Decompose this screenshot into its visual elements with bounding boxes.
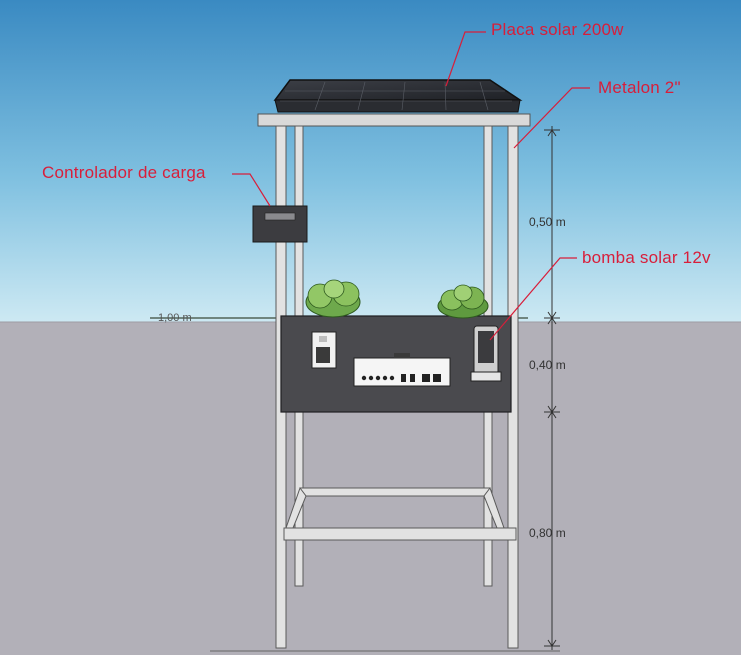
lower-frame <box>283 486 517 541</box>
timer-switch-device <box>311 331 337 369</box>
solar-pump-label: bomba solar 12v <box>582 248 711 267</box>
dimension-top-label: 0,50 m <box>529 215 566 229</box>
solar-pump <box>470 325 502 382</box>
dimension-tank-label: 0,40 m <box>529 358 566 372</box>
dimension-base-label: 0,80 m <box>529 526 566 540</box>
charge-controller-label: Controlador de carga <box>42 163 206 182</box>
solar-panel-label: Placa solar 200w <box>491 20 624 39</box>
sky-background <box>0 0 741 322</box>
charge-controller-box <box>252 205 308 243</box>
callout-leaders <box>232 31 590 341</box>
roof-beam <box>257 113 531 127</box>
power-strip <box>353 353 451 387</box>
reference-height-label: 1,00 m <box>158 312 192 324</box>
lettuce-plant-right <box>437 284 489 319</box>
dimension-line <box>544 126 560 650</box>
frame-material-label: Metalon 2" <box>598 78 681 97</box>
solar-panel <box>273 79 523 113</box>
lettuce-plant-left <box>305 279 361 318</box>
